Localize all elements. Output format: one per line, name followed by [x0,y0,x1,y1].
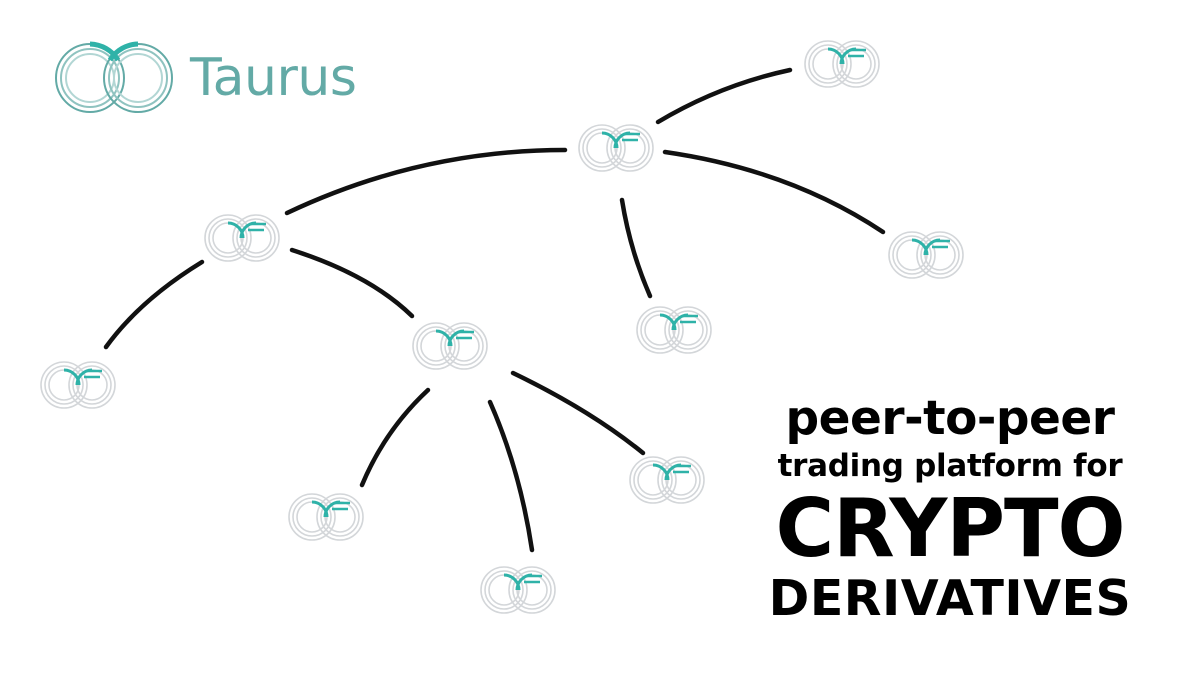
peer-node-icon [635,305,713,355]
tagline-line-4: DERIVATIVES [768,570,1132,627]
tagline-line-3: CRYPTO [775,482,1125,575]
network-edge [289,247,415,319]
peer-node-icon [479,565,557,615]
peer-node-icon [577,123,655,173]
peer-node-icon [803,39,881,89]
peer-node-icon [887,230,965,280]
network-edge [487,399,535,553]
network-edges [103,67,886,553]
network-edge [619,197,653,299]
network-edge [103,259,205,350]
tagline-line-2: trading platform for [777,448,1123,484]
network-edge [655,67,793,125]
peer-node-icon [39,360,117,410]
peer-node-icon [411,321,489,371]
network-edge [510,370,646,456]
tagline: peer-to-peer trading platform for CRYPTO… [720,392,1180,626]
brand-name: Taurus [190,48,357,108]
taurus-logo-icon [55,41,173,113]
peer-node-icon [628,455,706,505]
network-edge [359,387,431,488]
network-edge [662,149,886,235]
peer-node-icon [287,492,365,542]
network-edge [284,147,568,216]
peer-node-icon [203,213,281,263]
brand-logo: Taurus [52,40,357,116]
tagline-line-1: peer-to-peer [785,391,1115,446]
